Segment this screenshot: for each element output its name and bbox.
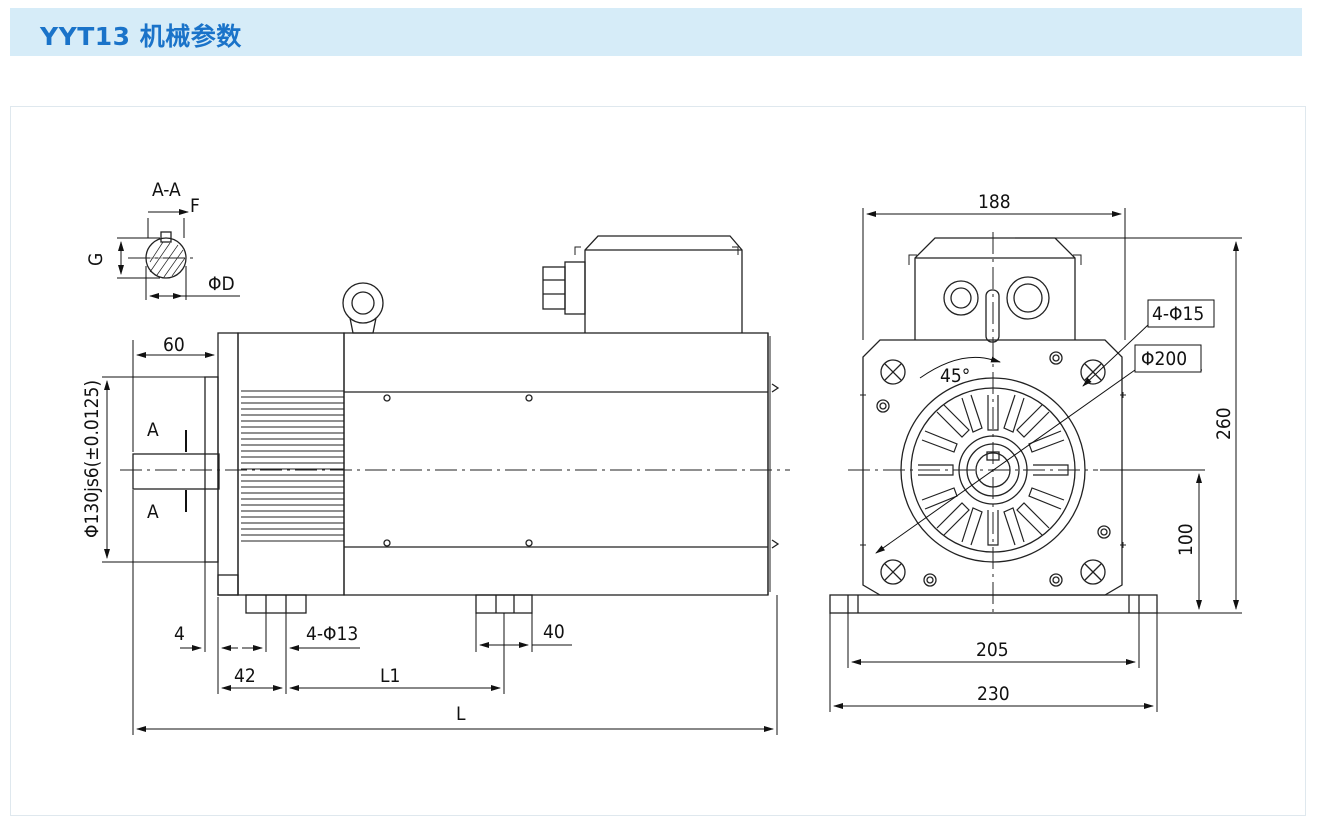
page-title: YYT13 机械参数 bbox=[40, 22, 242, 51]
foot-offset-label: 42 bbox=[234, 665, 256, 687]
pcd-label: Φ200 bbox=[1141, 348, 1187, 370]
angle-label: 45° bbox=[940, 365, 970, 387]
overall-length-label: L bbox=[456, 703, 466, 725]
shaft-diameter-label: ΦD bbox=[208, 273, 235, 295]
section-mark-bottom: A bbox=[147, 501, 159, 523]
foot-holes-label: 4-Φ13 bbox=[306, 623, 358, 645]
shaft-height-label: 100 bbox=[1175, 523, 1197, 556]
end-width-label: 188 bbox=[978, 191, 1011, 213]
shaft-length-label: 60 bbox=[163, 334, 185, 356]
base-width-label: 230 bbox=[977, 683, 1010, 705]
end-view-ribs bbox=[918, 394, 1069, 546]
foot-width-label: 40 bbox=[543, 621, 565, 643]
shaft-section-hatch bbox=[149, 241, 186, 278]
foot-span-label: 205 bbox=[976, 639, 1009, 661]
drawing-frame bbox=[10, 106, 1306, 816]
mount-holes-label: 4-Φ15 bbox=[1152, 303, 1204, 325]
spigot-diameter-label: Φ130js6(±0.0125) bbox=[81, 380, 103, 538]
key-height-label: G bbox=[85, 253, 107, 266]
flange-thickness-label: 4 bbox=[174, 623, 185, 645]
end-height-label: 260 bbox=[1213, 407, 1235, 440]
section-mark-top: A bbox=[147, 419, 159, 441]
section-label: A-A bbox=[152, 179, 181, 201]
cooling-fins bbox=[241, 390, 344, 542]
foot-spacing-label: L1 bbox=[380, 665, 400, 687]
title-bar: YYT13 机械参数 bbox=[10, 8, 1302, 56]
key-width-label: F bbox=[190, 195, 200, 217]
